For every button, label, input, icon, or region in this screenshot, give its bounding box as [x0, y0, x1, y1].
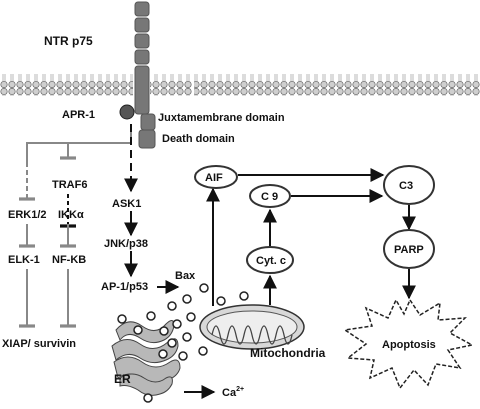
ikk-node: IKKα [58, 209, 84, 221]
mitochondria-label: Mitochondria [250, 346, 326, 360]
jnk-p38-node: JNK/p38 [104, 238, 148, 250]
er-label: ER [114, 372, 131, 386]
c9-node [249, 184, 291, 208]
mitochondrion [199, 304, 305, 350]
inhibitory-branch [19, 124, 132, 201]
apr1-marker [119, 104, 135, 120]
cytc-label: Cyt. c [256, 255, 286, 267]
apoptosis-label: Apoptosis [382, 339, 436, 351]
aif-node [194, 165, 238, 189]
ap1-p53-node: AP-1/p53 [101, 281, 148, 293]
parp-label: PARP [394, 244, 424, 256]
c3-node [383, 165, 435, 205]
apr1-label: APR-1 [62, 109, 95, 121]
xiap-survivin-node: XIAP/ survivin [2, 338, 76, 350]
elk1-node: ELK-1 [8, 254, 40, 266]
juxtamembrane-label: Juxtamembrane domain [158, 112, 285, 124]
c9-label: C 9 [261, 191, 278, 203]
traf6-node: TRAF6 [52, 179, 87, 191]
death-domain-label: Death domain [162, 133, 235, 145]
ntr-p75-receptor [134, 1, 156, 149]
endoplasmic-reticulum [111, 320, 181, 396]
cytc-node [246, 246, 294, 274]
aif-label: AIF [205, 172, 223, 184]
bax-label: Bax [175, 270, 196, 282]
parp-node [383, 229, 435, 269]
erk12-node: ERK1/2 [8, 209, 47, 221]
ntr-p75-label: NTR p75 [44, 34, 93, 48]
bax-vesicles [117, 283, 249, 403]
ask1-node: ASK1 [112, 198, 141, 210]
cell-membrane [0, 74, 480, 96]
c3-label: C3 [399, 180, 413, 192]
calcium-label: Ca2+ [222, 386, 244, 399]
apoptosis-burst [342, 298, 475, 390]
nfkb-node: NF-KB [52, 254, 86, 266]
